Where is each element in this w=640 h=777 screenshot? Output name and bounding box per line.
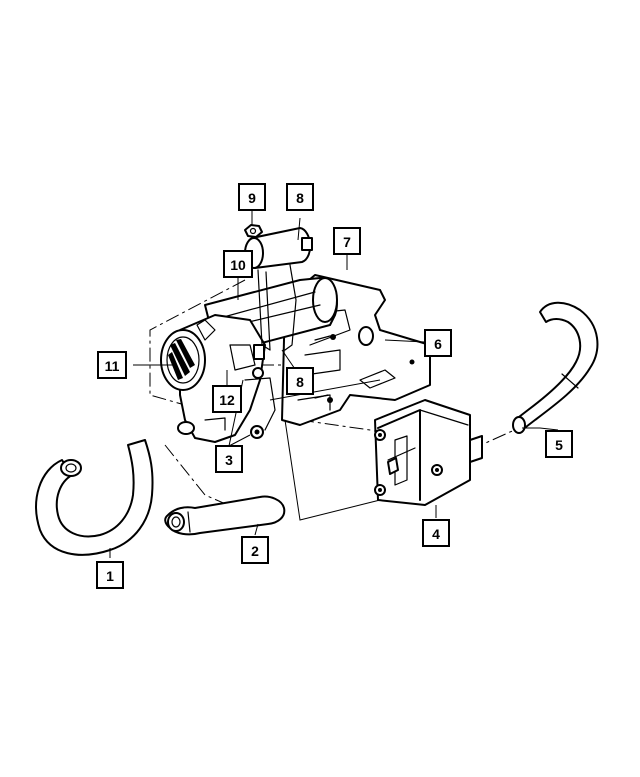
callout-5: 5 [545, 430, 573, 458]
callout-10-text: 10 [230, 257, 246, 273]
callout-12: 12 [212, 385, 242, 413]
callout-7: 7 [333, 227, 361, 255]
callout-5-text: 5 [555, 437, 563, 453]
callout-12-text: 12 [219, 392, 235, 408]
callout-8-mid: 8 [286, 367, 314, 395]
callout-1-text: 1 [106, 568, 114, 584]
callout-11: 11 [97, 351, 127, 379]
callout-4: 4 [422, 519, 450, 547]
callout-3-text: 3 [225, 452, 233, 468]
callout-10: 10 [223, 250, 253, 278]
pump-assembly [160, 314, 276, 443]
callout-3: 3 [215, 445, 243, 473]
callout-11-text: 11 [105, 358, 120, 374]
filter-box-part-4 [374, 399, 483, 506]
hose-part-2 [164, 495, 286, 536]
callout-9: 9 [238, 183, 266, 211]
nut-part-9 [244, 224, 263, 238]
callout-2-text: 2 [251, 543, 259, 559]
connecting-lines [269, 379, 381, 521]
callout-6-text: 6 [434, 336, 442, 352]
callout-9-text: 9 [248, 190, 256, 206]
callout-8-mid-text: 8 [296, 374, 304, 390]
callout-6: 6 [424, 329, 452, 357]
callout-2: 2 [241, 536, 269, 564]
callout-8-top: 8 [286, 183, 314, 211]
hose-part-5 [512, 301, 599, 434]
callout-8-top-text: 8 [296, 190, 304, 206]
hose-part-1 [35, 439, 154, 556]
callout-4-text: 4 [432, 526, 440, 542]
callout-7-text: 7 [343, 234, 351, 250]
callout-1: 1 [96, 561, 124, 589]
